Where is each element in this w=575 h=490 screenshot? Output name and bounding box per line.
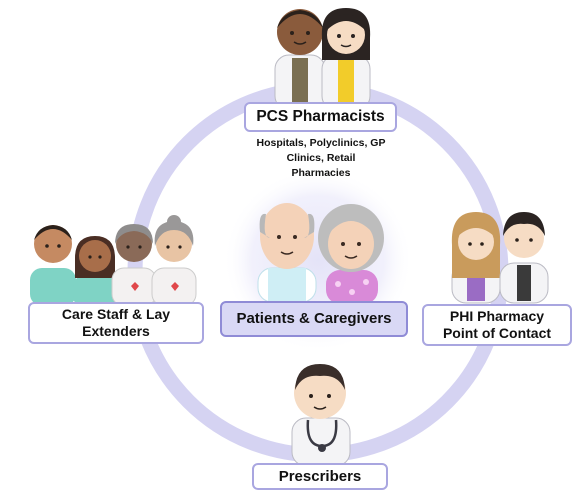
patients-icon-group xyxy=(257,203,384,304)
prescribers-box: Prescribers xyxy=(252,463,388,490)
patients-caregivers-label: Patients & Caregivers xyxy=(236,310,392,327)
care-staff-man-icon xyxy=(30,225,76,306)
elderly-woman-icon xyxy=(318,204,384,304)
elderly-man-icon xyxy=(257,203,317,303)
phi-pharmacy-label: PHI Pharmacy Point of Contact xyxy=(442,308,552,341)
care-staff-box: Care Staff & Lay Extenders xyxy=(28,302,204,344)
pharmacist-woman-icon xyxy=(451,212,501,304)
phi-pharmacy-box: PHI Pharmacy Point of Contact xyxy=(422,304,572,346)
pcs-pharmacists-sublabel: Hospitals, Polyclinics, GP Clinics, Reta… xyxy=(256,137,386,180)
pcs-pharmacists-box: PCS Pharmacists xyxy=(244,102,397,132)
care-staff-icon-group xyxy=(30,215,197,308)
pharmacist-man-icon xyxy=(274,9,326,111)
pharmacist-man-icon xyxy=(499,212,549,304)
phi-contact-icon-group xyxy=(451,212,549,304)
doctor-icon xyxy=(291,364,351,467)
care-staff-woman-icon xyxy=(73,236,117,308)
elderly-carer-icon xyxy=(111,224,157,307)
prescribers-label: Prescribers xyxy=(278,467,362,485)
pharmacist-woman-icon xyxy=(321,8,371,111)
elderly-carer-icon xyxy=(151,215,197,307)
patients-caregivers-box: Patients & Caregivers xyxy=(220,301,408,337)
pcs-pharmacists-label: PCS Pharmacists xyxy=(256,107,385,125)
pcs-pharmacists-icon-group xyxy=(274,8,371,111)
care-staff-label: Care Staff & Lay Extenders xyxy=(61,306,171,339)
